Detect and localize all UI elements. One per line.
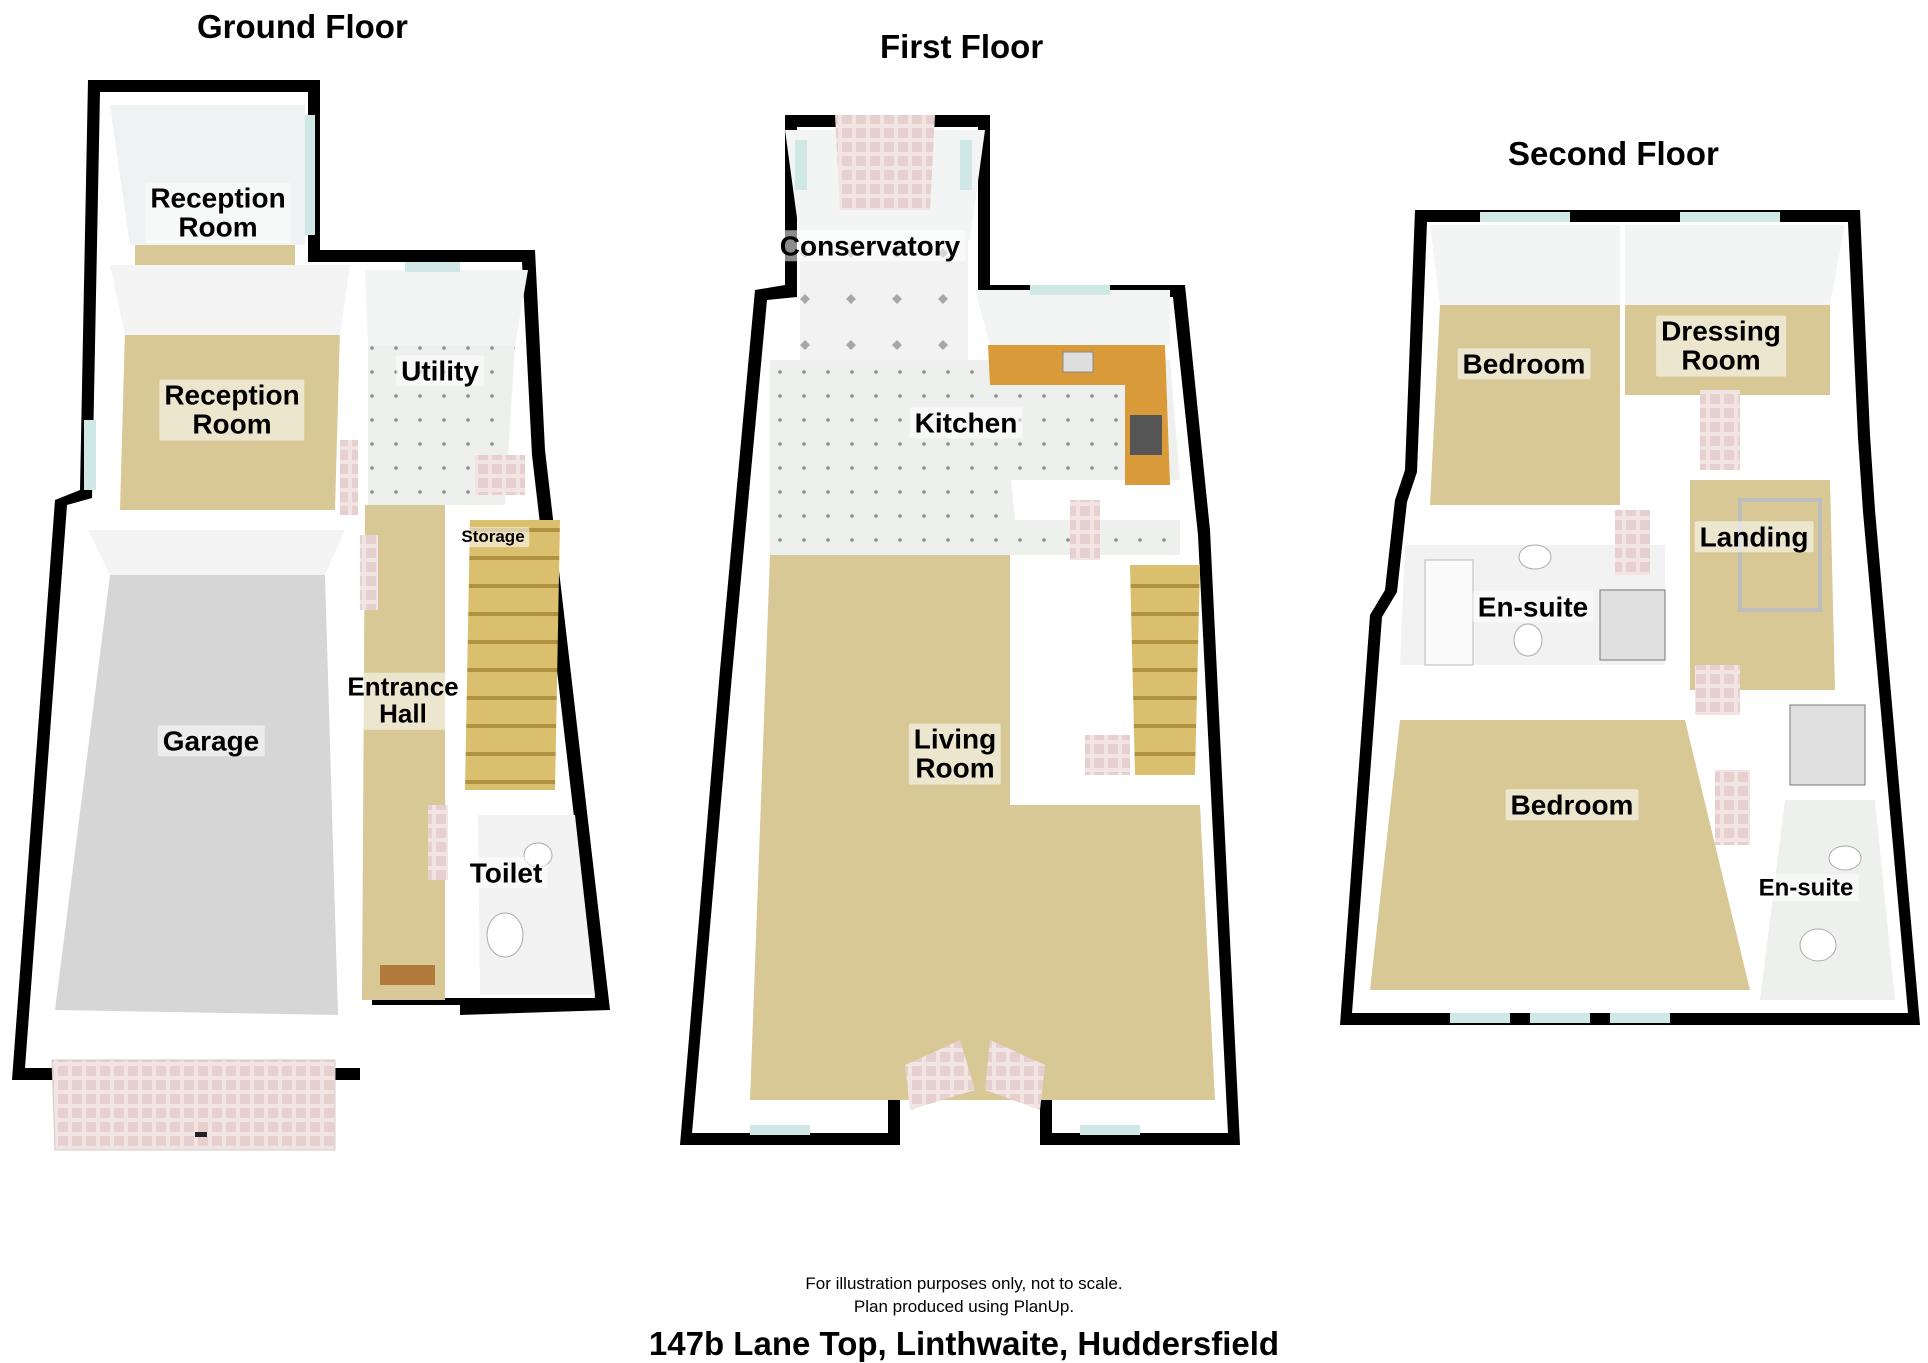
kitchen-hob (1130, 415, 1162, 455)
second-door-4 (1715, 770, 1750, 845)
bedroom-1-window (1480, 212, 1570, 222)
room-label-conservatory: Conservatory (774, 230, 966, 262)
first-door-stairs (1085, 735, 1130, 775)
living-window-left (750, 1125, 810, 1135)
garage-back (88, 530, 345, 575)
first-front-doors (905, 1040, 975, 1110)
kitchen-back-wall (975, 290, 1170, 345)
ensuite-2-basin (1828, 845, 1862, 871)
second-floor-title: Second Floor (1508, 135, 1719, 172)
conservatory-floor (800, 240, 968, 360)
ensuite-1-basin (1518, 544, 1552, 570)
second-door-1 (1700, 390, 1740, 470)
property-address: 147b Lane Top, Linthwaite, Huddersfield (648, 1325, 1280, 1362)
bedroom-2-window-2 (1530, 1013, 1590, 1023)
dressing-room-back (1625, 225, 1845, 305)
room-label-kitchen: Kitchen (909, 407, 1023, 439)
second-floor-plan (1340, 210, 1920, 1025)
garage-door (51, 1059, 336, 1151)
room-label-garage: Garage (157, 725, 265, 757)
room-label-landing: Landing (1694, 521, 1814, 553)
kitchen-sink (1062, 351, 1094, 373)
conservatory-window-right (960, 140, 972, 190)
ground-floor-title: Ground Floor (197, 8, 408, 45)
second-door-3 (1695, 665, 1740, 715)
utility-back (365, 270, 528, 345)
ensuite-1-toilet (1513, 623, 1543, 657)
bedroom-2-floor (1370, 720, 1750, 990)
room-label-reception-2: Reception Room (159, 379, 305, 441)
bedroom-1-floor (1430, 305, 1620, 505)
room-label-reception-1: Reception Room (145, 182, 291, 244)
dressing-room-window (1680, 212, 1780, 222)
first-door-kitchen (1070, 500, 1100, 560)
ground-floor-plan (12, 80, 610, 1151)
second-door-2 (1615, 510, 1650, 575)
room-label-toilet: Toilet (464, 857, 548, 889)
toilet-bowl (486, 912, 524, 958)
room-label-storage: Storage (456, 527, 530, 547)
reception-room-2-window (84, 420, 96, 490)
room-label-entrance-hall: Entrance Hall (342, 672, 464, 730)
kitchen-floor (770, 360, 1180, 555)
entrance-hall-floor (362, 505, 445, 1000)
ensuite-2-shower (1789, 704, 1866, 786)
first-front-doors-2 (985, 1040, 1045, 1110)
ground-door-4 (428, 805, 448, 880)
landing-balustrade (1738, 498, 1822, 612)
ensuite-2-toilet (1799, 928, 1837, 962)
landing-floor (1690, 480, 1835, 690)
room-label-living-room: Living Room (908, 723, 1002, 785)
toilet-floor (478, 815, 595, 995)
disclaimer-line-1: For illustration purposes only, not to s… (805, 1274, 1123, 1293)
conservatory-french-doors (835, 115, 935, 210)
ground-door-5 (380, 965, 435, 985)
bedroom-1-back (1430, 225, 1620, 305)
kitchen-window (1030, 285, 1110, 295)
ground-door-2 (360, 535, 378, 610)
reception-room-1-window (305, 115, 315, 235)
utility-window (405, 262, 460, 272)
room-label-ensuite-2: En-suite (1753, 874, 1859, 902)
disclaimer-line-2: Plan produced using PlanUp. (853, 1297, 1075, 1316)
ground-door-1 (340, 440, 358, 515)
kitchen-worktop (988, 345, 1170, 485)
reception-room-1-floor (135, 240, 295, 265)
living-window-right (1080, 1125, 1140, 1135)
room-label-ensuite-1: En-suite (1472, 591, 1594, 623)
garage-door-handle (195, 1132, 207, 1137)
storage-stairs (465, 520, 560, 790)
room-label-dressing-room: Dressing Room (1656, 315, 1786, 377)
ensuite-1-shower (1599, 589, 1666, 661)
bedroom-2-window-1 (1450, 1013, 1510, 1023)
room-label-utility: Utility (396, 355, 484, 387)
room-label-bedroom-1: Bedroom (1457, 348, 1591, 380)
garage-floor (55, 575, 338, 1015)
room-label-bedroom-2: Bedroom (1505, 789, 1639, 821)
bedroom-2-window-3 (1610, 1013, 1670, 1023)
living-room-floor (750, 555, 1215, 1100)
first-floor-stairs (1130, 565, 1200, 775)
ground-door-3 (475, 455, 525, 495)
conservatory-window-left (795, 140, 807, 190)
reception-room-2-back (110, 265, 350, 335)
ensuite-1-bath (1424, 559, 1474, 666)
first-floor-plan (680, 115, 1240, 1145)
first-floor-title: First Floor (880, 28, 1044, 65)
